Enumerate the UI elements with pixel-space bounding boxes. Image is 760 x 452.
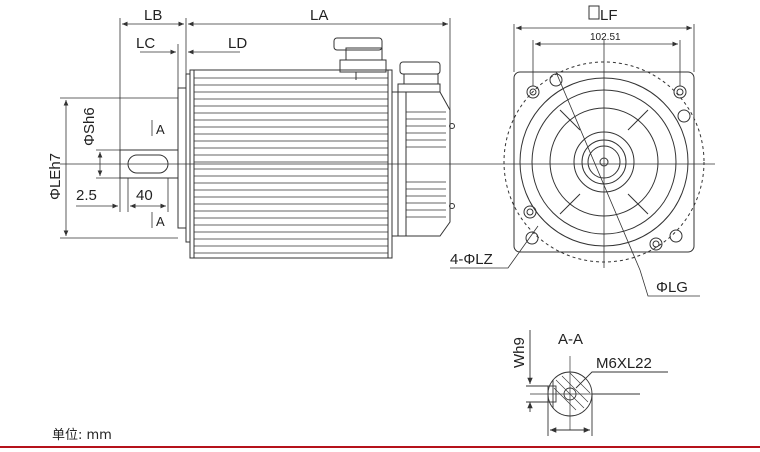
section-a-top-label: A <box>156 122 165 137</box>
bolt-circle <box>503 61 705 263</box>
encoder-fins <box>406 111 446 218</box>
dim-2-5-label: 2.5 <box>76 187 97 204</box>
unit-note: 单位: mm <box>52 428 112 443</box>
side-view-dimensions <box>60 18 451 239</box>
flange <box>177 87 187 229</box>
section-aa-label: A-A <box>558 331 583 348</box>
lz-label: 4-ΦLZ <box>450 251 493 268</box>
side-view <box>60 37 470 259</box>
cooling-fins <box>194 77 388 254</box>
dim-102-label: 102.51 <box>590 32 621 43</box>
front-view-dimensions <box>450 24 700 297</box>
thread-label: M6XL22 <box>596 355 652 372</box>
la-label: LA <box>310 7 328 24</box>
lb-label: LB <box>144 7 162 24</box>
lc-label: LC <box>136 35 155 52</box>
mounting-holes <box>523 73 691 251</box>
sh6-label: ΦSh6 <box>81 107 98 146</box>
front-flange <box>513 71 695 253</box>
encoder-connector <box>397 61 441 93</box>
lg-label: ΦLG <box>656 279 688 296</box>
power-connector <box>333 37 387 80</box>
section-a-bottom-label: A <box>156 214 165 229</box>
front-view <box>470 40 715 271</box>
dim-40-label: 40 <box>136 187 153 204</box>
lf-label: LF <box>600 7 618 24</box>
wh9-label: Wh9 <box>511 337 528 368</box>
leh7-label: ΦLEh7 <box>47 153 64 200</box>
square-symbol-icon <box>588 5 600 20</box>
bottom-accent-line <box>0 446 760 448</box>
ld-label: LD <box>228 35 247 52</box>
section-a-a <box>526 330 668 436</box>
